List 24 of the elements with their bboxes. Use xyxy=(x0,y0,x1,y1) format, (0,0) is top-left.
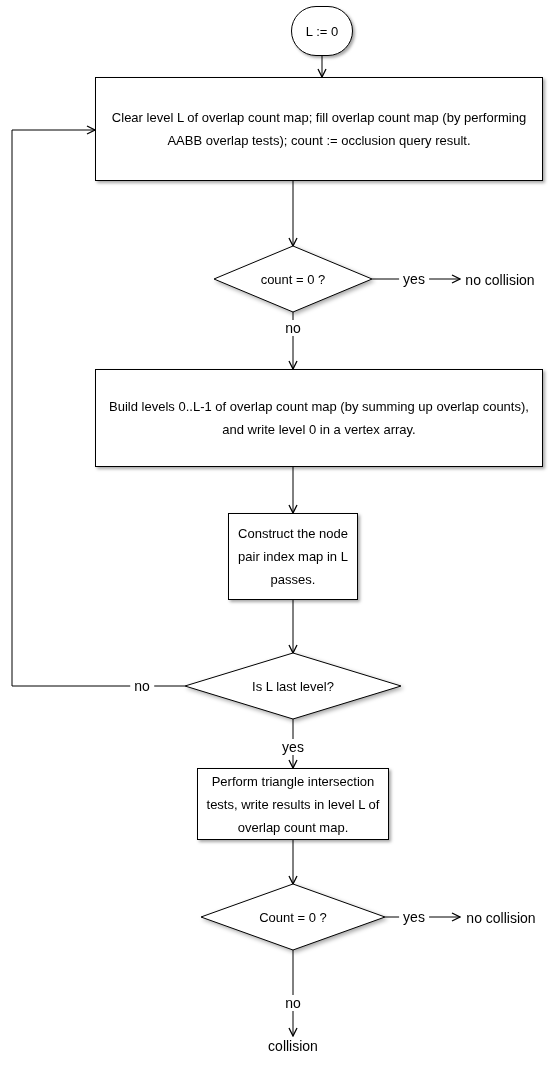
node-text: L := 0 xyxy=(305,22,339,41)
node-text: count = 0 ? xyxy=(260,270,326,289)
node-text: Is L last level? xyxy=(252,677,334,696)
arrow xyxy=(288,839,298,885)
arrow xyxy=(288,466,298,514)
start-terminal xyxy=(291,6,353,56)
node-text: Count = 0 ? xyxy=(259,908,327,927)
outcome-text: no collision xyxy=(466,909,536,927)
node-text: Perform triangle intersection tests, write results in level L of overlap count map. xyxy=(206,772,380,837)
arrow xyxy=(288,311,298,370)
node-text: Clear level L of overlap count map; fill overlap count map (by performing AABB overlap tests); count := occlusion query result. xyxy=(110,109,528,150)
process-box xyxy=(95,77,543,181)
node-text: Construct the node pair index map in L passes. xyxy=(237,525,349,589)
arrow xyxy=(288,599,298,654)
arrow xyxy=(11,125,186,687)
process-box xyxy=(95,369,543,467)
arrow xyxy=(317,55,327,78)
arrow xyxy=(288,949,298,1037)
node-text: Build levels 0..L-1 of overlap count map (by summing up overlap counts), and write level 0 in a vertex array. xyxy=(108,398,530,439)
process-box xyxy=(228,513,358,600)
arrow xyxy=(288,180,298,247)
outcome-text: no collision xyxy=(465,271,535,289)
outcome-text: collision xyxy=(268,1037,318,1055)
process-box xyxy=(197,768,389,840)
